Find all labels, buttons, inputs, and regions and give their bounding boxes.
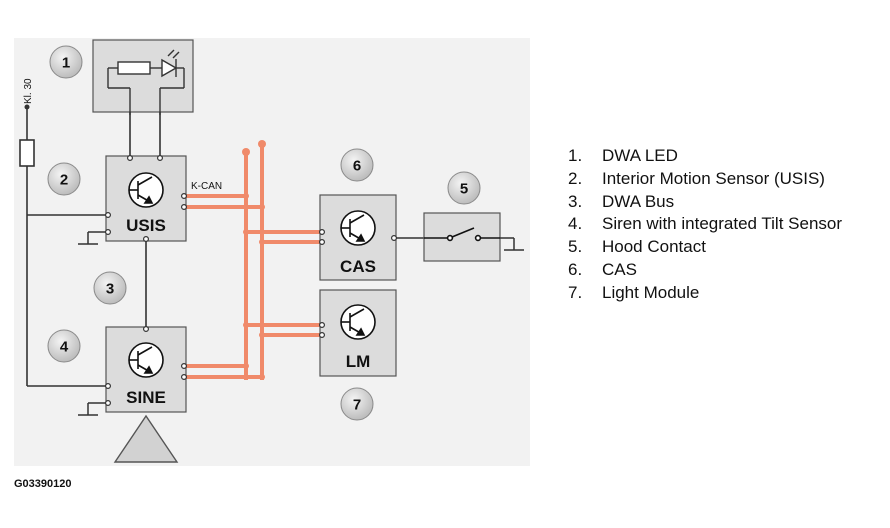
sine-ground-symbol: [78, 402, 106, 416]
svg-text:1: 1: [62, 55, 70, 72]
usis-transistor-icon: [128, 172, 164, 208]
figure-code: G03390120: [14, 478, 72, 490]
usis-module: USIS: [104, 155, 188, 243]
kcan-label: K-CAN: [191, 181, 222, 192]
usis-label: USIS: [126, 216, 166, 235]
hood-ground-symbol: [500, 237, 524, 251]
supply-terminal: [24, 104, 30, 110]
badge-7: 7: [340, 387, 374, 421]
led-resistor: [107, 61, 162, 115]
cas-module: CAS: [319, 194, 398, 281]
legend-number: 3.: [568, 191, 583, 211]
cas-transistor-icon: [340, 210, 376, 246]
led-usis-wires: [129, 112, 161, 156]
supply-label: Kl. 30: [23, 78, 34, 104]
svg-text:6: 6: [353, 158, 361, 175]
kcan-bus: [185, 144, 320, 380]
svg-text:2: 2: [60, 172, 68, 189]
legend-number: 5.: [568, 237, 583, 257]
legend-text: CAS: [602, 259, 637, 279]
legend-item: 5. Hood Contact: [568, 236, 842, 259]
cas-label: CAS: [340, 257, 376, 276]
wiring-diagram: Kl. 30: [14, 38, 530, 466]
svg-text:3: 3: [106, 281, 114, 298]
legend-text: Light Module: [602, 282, 700, 302]
usis-ground-symbol: [78, 231, 106, 245]
badge-1: 1: [49, 45, 83, 79]
badge-6: 6: [340, 148, 374, 182]
legend-text: Hood Contact: [602, 237, 706, 257]
badge-2: 2: [47, 162, 81, 196]
badge-4: 4: [47, 329, 81, 363]
legend-item: 3. DWA Bus: [568, 191, 842, 214]
siren-horn: [113, 414, 179, 463]
legend-item: 4. Siren with integrated Tilt Sensor: [568, 213, 842, 236]
kcan-bus-junctions: [243, 193, 265, 380]
legend-item: 7. Light Module: [568, 282, 842, 305]
lm-module: LM: [319, 289, 397, 377]
hood-switch-symbol: [424, 227, 500, 242]
sine-module: SINE: [104, 326, 188, 413]
kcan-bus-ends: [242, 140, 266, 156]
legend-number: 1.: [568, 146, 583, 165]
sine-transistor-icon: [128, 342, 164, 378]
lm-label: LM: [346, 352, 371, 371]
legend-number: 4.: [568, 214, 583, 234]
legend-text: DWA LED: [602, 146, 678, 165]
lm-pins: [319, 322, 326, 339]
legend-item: 6. CAS: [568, 259, 842, 282]
legend-item: 2. Interior Motion Sensor (USIS): [568, 168, 842, 191]
lm-transistor-icon: [340, 304, 376, 340]
svg-text:4: 4: [60, 339, 69, 356]
sine-label: SINE: [126, 388, 166, 407]
legend-item: 1. DWA LED: [568, 145, 842, 168]
led-diode: [159, 49, 185, 115]
supply-line: [19, 108, 106, 387]
usis-pins: [104, 155, 188, 243]
svg-text:5: 5: [460, 181, 468, 198]
legend: 1. DWA LED 2. Interior Motion Sensor (USIS…: [568, 145, 842, 305]
sine-pins: [104, 326, 188, 407]
legend-number: 6.: [568, 259, 583, 279]
badge-5: 5: [447, 171, 481, 205]
legend-number: 2.: [568, 168, 583, 188]
svg-text:7: 7: [353, 397, 361, 414]
legend-number: 7.: [568, 282, 583, 302]
badge-3: 3: [93, 271, 127, 305]
legend-text: Siren with integrated Tilt Sensor: [602, 214, 843, 234]
legend-text: Interior Motion Sensor (USIS): [602, 168, 825, 188]
led-module: [92, 39, 194, 115]
hood-contact: [396, 212, 524, 262]
legend-text: DWA Bus: [602, 191, 675, 211]
